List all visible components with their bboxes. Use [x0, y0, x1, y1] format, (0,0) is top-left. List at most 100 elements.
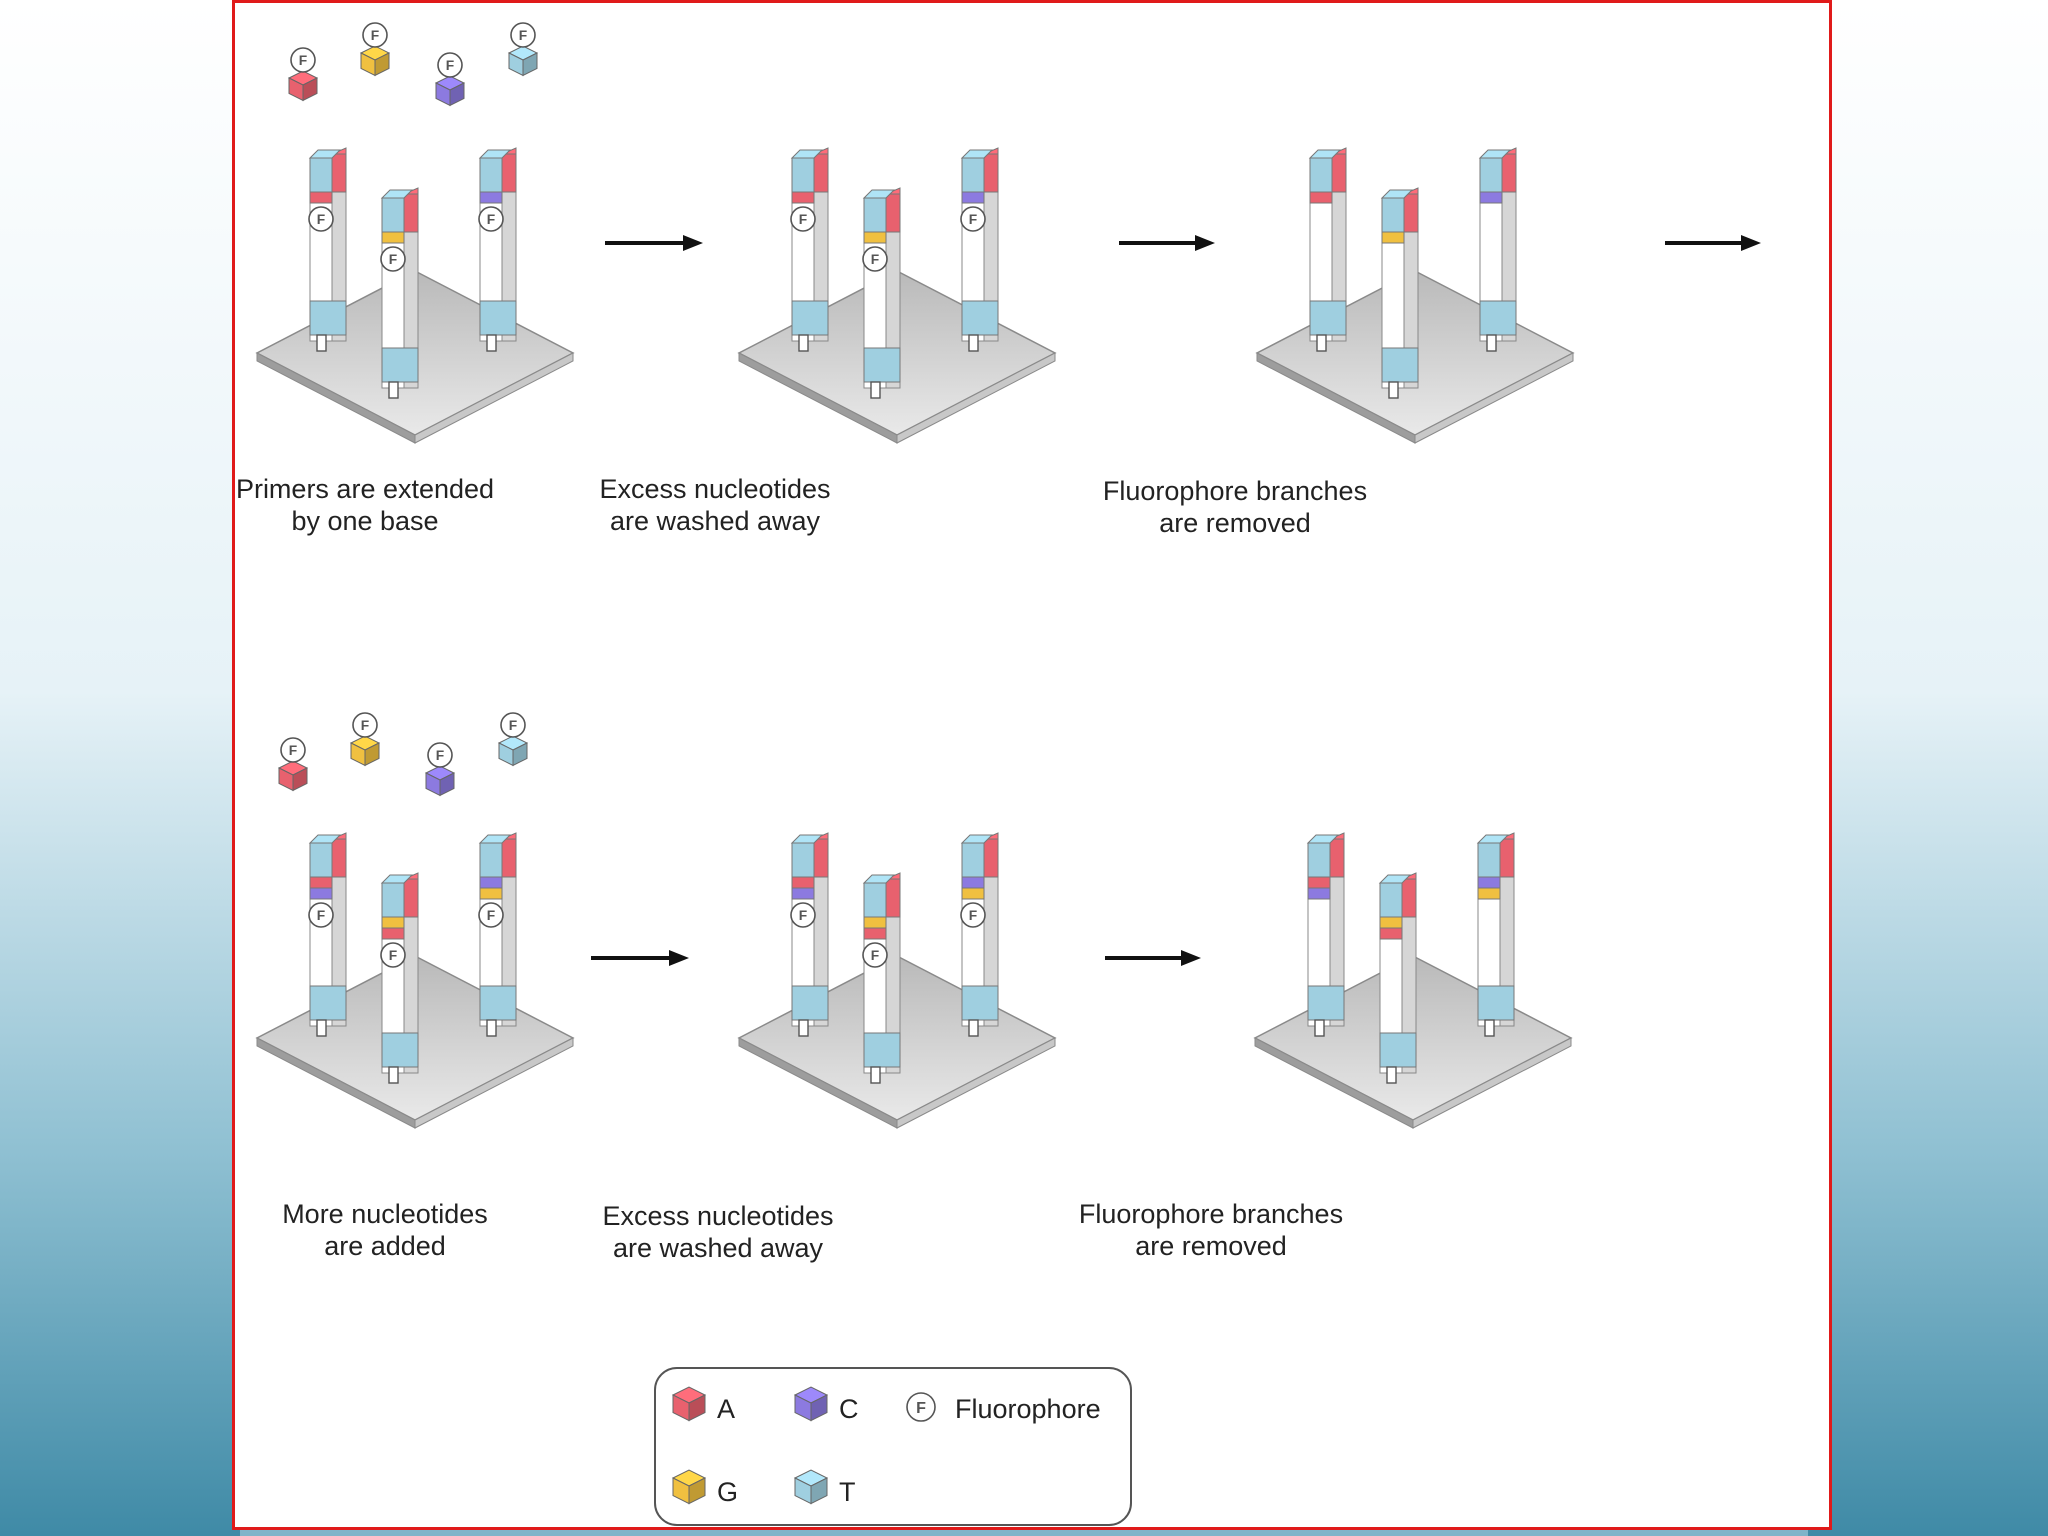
step-arrow [591, 950, 689, 966]
base-band [1379, 916, 1403, 929]
dna-column [1380, 187, 1419, 399]
legend-label: T [839, 1477, 856, 1507]
fluorophore-icon: F [500, 712, 526, 738]
fluorophore-icon: F [790, 206, 816, 232]
base-band [1477, 887, 1501, 900]
base-band [961, 887, 985, 900]
svg-text:F: F [389, 252, 397, 267]
svg-text:F: F [487, 908, 495, 923]
step-arrow [1119, 235, 1215, 251]
fluorophore-icon: F [437, 52, 463, 78]
base-band [1307, 887, 1331, 900]
free-nucleotide [287, 70, 319, 102]
free-nucleotide [359, 45, 391, 77]
fluorophore-icon: F [308, 206, 334, 232]
fluorophore-icon: F [862, 246, 888, 272]
dna-column: F [308, 832, 347, 1037]
caption-line: Fluorophore branches [1102, 476, 1368, 506]
base-band [1477, 876, 1501, 889]
caption-top-3: Fluorophore branches are removed [1055, 475, 1415, 539]
caption-line: Fluorophore branches [1078, 1199, 1344, 1229]
svg-text:F: F [317, 212, 325, 227]
legend-item: T [793, 1469, 856, 1507]
fluorophore-icon: F [478, 902, 504, 928]
svg-text:F: F [799, 212, 807, 227]
base-band [381, 916, 405, 929]
base-band [863, 231, 887, 244]
base-band [381, 927, 405, 940]
fluorophore-icon: F [960, 206, 986, 232]
caption-line: are washed away [612, 1233, 824, 1263]
svg-text:F: F [436, 748, 444, 763]
dna-column: F [308, 147, 347, 352]
background-right [1808, 0, 2048, 1536]
free-nucleotide [277, 760, 309, 792]
caption-line: are added [324, 1231, 446, 1261]
dna-column: F [380, 187, 419, 399]
caption-top-1: Primers are extended by one base [185, 473, 545, 537]
base-band [863, 927, 887, 940]
dna-column: F [478, 147, 517, 352]
fluorophore-icon: F [906, 1392, 936, 1422]
caption-line: Primers are extended [235, 474, 495, 504]
svg-text:F: F [487, 212, 495, 227]
legend-label: A [717, 1394, 735, 1424]
legend-item: G [671, 1469, 738, 1507]
legend-label: Fluorophore [955, 1394, 1101, 1424]
svg-text:F: F [289, 743, 297, 758]
dna-column: F [862, 872, 901, 1084]
dna-column: F [862, 187, 901, 399]
fluorophore-icon: F [510, 22, 536, 48]
legend-swatch [671, 1386, 707, 1422]
base-band [791, 887, 815, 900]
fluorophore-icon: F [862, 942, 888, 968]
fluorophore-icon: F [308, 902, 334, 928]
base-band [1381, 231, 1405, 244]
caption-bottom-2: Excess nucleotides are washed away [538, 1200, 898, 1264]
dna-column: F [478, 832, 517, 1037]
base-band [863, 916, 887, 929]
step-arrow [605, 235, 703, 251]
fluorophore-icon: F [380, 246, 406, 272]
legend-swatch [793, 1386, 829, 1422]
base-band [381, 231, 405, 244]
base-band [479, 887, 503, 900]
fluorophore-icon: F [290, 47, 316, 73]
legend-label: C [839, 1394, 859, 1424]
fluorophore-icon: F [790, 902, 816, 928]
svg-text:F: F [519, 28, 527, 43]
base-band [961, 191, 985, 204]
step-arrow [1665, 235, 1761, 251]
fluorophore-icon: F [427, 742, 453, 768]
base-band [791, 191, 815, 204]
caption-line: are removed [1159, 508, 1311, 538]
base-band [1479, 191, 1503, 204]
legend-swatch [671, 1469, 707, 1505]
svg-text:F: F [916, 1399, 926, 1417]
dna-column: F [790, 147, 829, 352]
dna-column [1478, 147, 1517, 352]
base-band [479, 191, 503, 204]
step-arrow [1105, 950, 1201, 966]
svg-text:F: F [389, 948, 397, 963]
dna-column [1308, 147, 1347, 352]
svg-text:F: F [317, 908, 325, 923]
caption-line: Excess nucleotides [602, 1201, 834, 1231]
free-nucleotide [434, 75, 466, 107]
caption-bottom-1: More nucleotides are added [205, 1198, 565, 1262]
legend-item: F Fluorophore [906, 1392, 1101, 1424]
caption-line: More nucleotides [282, 1199, 488, 1229]
dna-column [1476, 832, 1515, 1037]
fluorophore-icon: F [380, 942, 406, 968]
svg-text:F: F [969, 212, 977, 227]
svg-text:F: F [371, 28, 379, 43]
svg-text:F: F [799, 908, 807, 923]
legend-item: A [671, 1386, 735, 1424]
legend-box [654, 1367, 1132, 1526]
svg-text:F: F [446, 58, 454, 73]
base-band [309, 887, 333, 900]
free-nucleotide [424, 765, 456, 797]
free-nucleotide [507, 45, 539, 77]
caption-line: are removed [1135, 1231, 1287, 1261]
